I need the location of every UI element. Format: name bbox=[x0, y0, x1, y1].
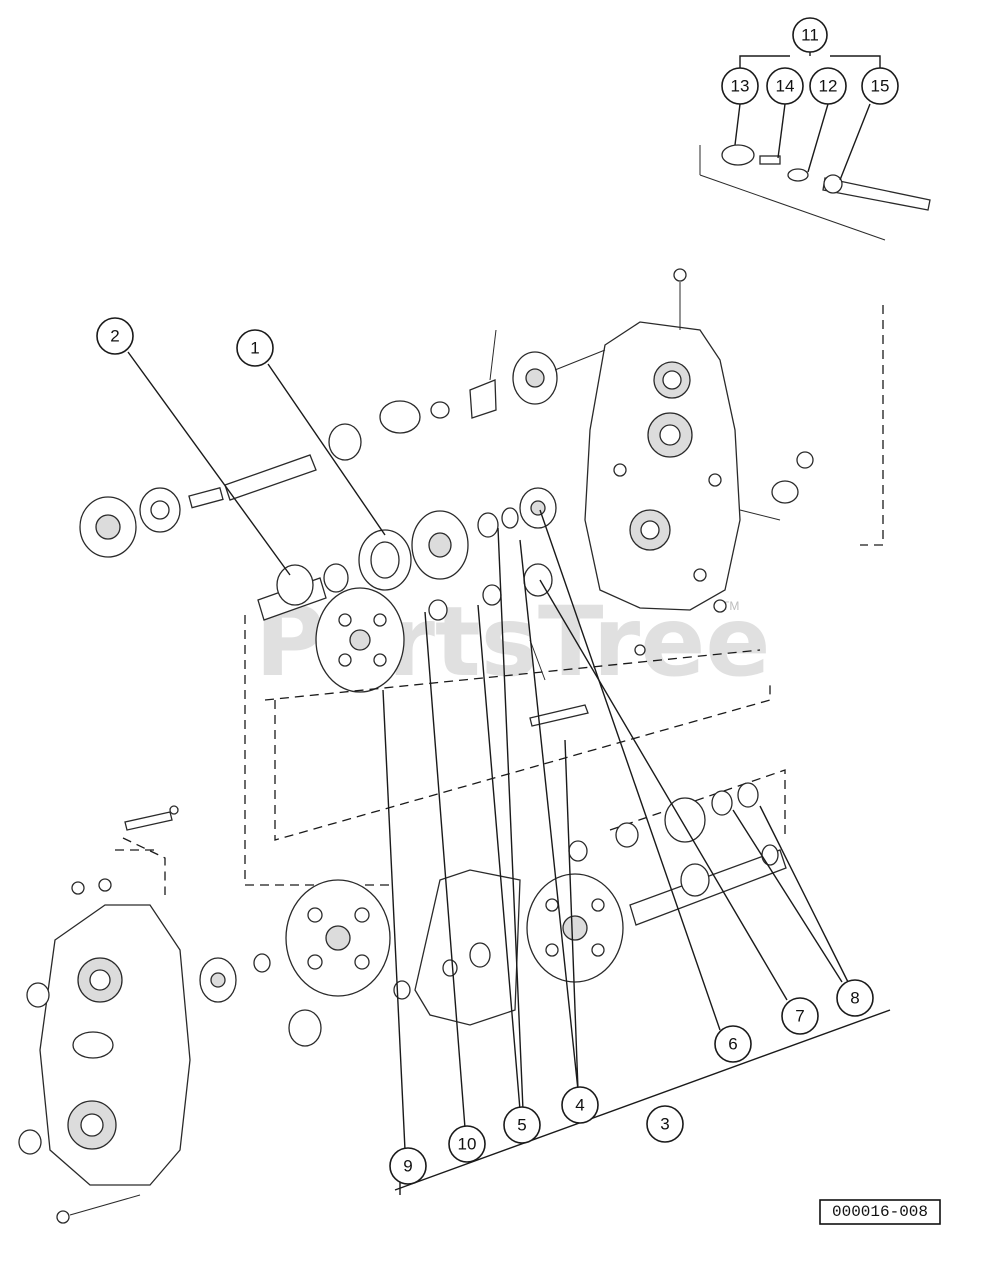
watermark-trademark: TM bbox=[722, 599, 739, 613]
callout-5: 5 bbox=[503, 1106, 541, 1144]
callout-9: 9 bbox=[389, 1147, 427, 1185]
detent-assembly-drawing bbox=[699, 50, 931, 241]
callout-2-label: 2 bbox=[110, 327, 119, 346]
callout-3: 3 bbox=[646, 1105, 684, 1143]
reference-code: 000016-008 bbox=[832, 1203, 928, 1221]
callout-2: 2 bbox=[96, 317, 134, 355]
callout-6-label: 6 bbox=[728, 1035, 737, 1054]
callout-15-label: 15 bbox=[871, 77, 890, 96]
callout-14: 14 bbox=[766, 67, 804, 105]
callout-10: 10 bbox=[448, 1125, 486, 1163]
callout-13-label: 13 bbox=[731, 77, 750, 96]
callout-1: 1 bbox=[236, 329, 274, 367]
callout-3-label: 3 bbox=[660, 1115, 669, 1134]
callout-8: 8 bbox=[836, 979, 874, 1017]
callout-8-label: 8 bbox=[850, 989, 859, 1008]
callout-6: 6 bbox=[714, 1025, 752, 1063]
upper-housing-drawing bbox=[584, 268, 884, 656]
callout-10-label: 10 bbox=[458, 1135, 477, 1154]
callout-4: 4 bbox=[561, 1086, 599, 1124]
callout-7: 7 bbox=[781, 997, 819, 1035]
callout-7-label: 7 bbox=[795, 1007, 804, 1026]
reference-code-box: 000016-008 bbox=[819, 1199, 941, 1225]
callout-12-label: 12 bbox=[819, 77, 838, 96]
lower-housing-drawing bbox=[18, 805, 191, 1224]
callout-5-label: 5 bbox=[517, 1116, 526, 1135]
callout-11-label: 11 bbox=[801, 26, 819, 45]
upper-shaft-drawing bbox=[79, 329, 606, 558]
callout-14-label: 14 bbox=[776, 77, 795, 96]
callout-11: 11 bbox=[792, 17, 828, 53]
callout-1-label: 1 bbox=[250, 339, 259, 358]
lower-gears-drawing bbox=[199, 782, 787, 1047]
callout-4-label: 4 bbox=[575, 1096, 584, 1115]
callout-leaders bbox=[127, 351, 891, 1195]
callout-15: 15 bbox=[861, 67, 899, 105]
callout-12: 12 bbox=[809, 67, 847, 105]
callout-9-label: 9 bbox=[403, 1157, 412, 1176]
middle-gears-drawing bbox=[257, 487, 589, 727]
callout-13: 13 bbox=[721, 67, 759, 105]
